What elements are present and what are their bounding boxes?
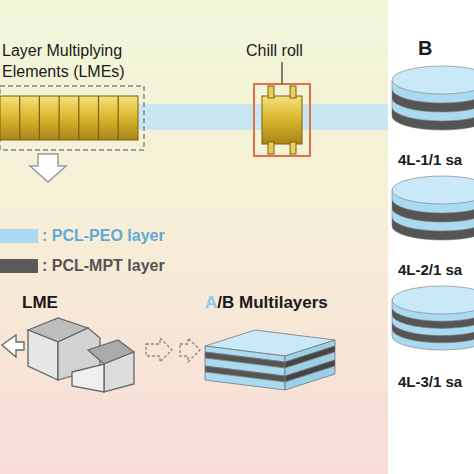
lme-shape bbox=[2, 318, 134, 392]
lme-dashed-frame bbox=[0, 86, 144, 150]
legend-text: : PCL-MPT layer bbox=[42, 256, 165, 276]
text-label: Chill roll bbox=[246, 40, 303, 61]
text-label: /B Multilayers bbox=[217, 292, 328, 314]
lme-elements bbox=[0, 96, 138, 140]
sample-discs bbox=[392, 66, 474, 350]
legend-swatch bbox=[0, 229, 38, 243]
text-label: 4L-1/1 sa bbox=[398, 150, 462, 170]
legend-text: : PCL-PEO layer bbox=[42, 226, 165, 246]
dotted-arrows bbox=[146, 338, 200, 362]
text-label: Layer Multiplying Elements (LMEs) bbox=[2, 40, 172, 82]
chill-roll bbox=[262, 86, 302, 154]
text-label: LME bbox=[22, 292, 58, 314]
panel-ground bbox=[0, 0, 388, 474]
text-label: B bbox=[418, 36, 432, 61]
multilayer-block bbox=[205, 330, 335, 390]
legend-swatch bbox=[0, 259, 38, 273]
text-label: 4L-3/1 sa bbox=[398, 372, 462, 392]
melt-stream bbox=[130, 104, 388, 130]
text-label: A bbox=[205, 292, 217, 314]
text-label: 4L-2/1 sa bbox=[398, 260, 462, 280]
leader-line bbox=[281, 62, 282, 84]
hollow-arrow bbox=[30, 154, 66, 182]
chill-roll-frame bbox=[254, 84, 310, 156]
